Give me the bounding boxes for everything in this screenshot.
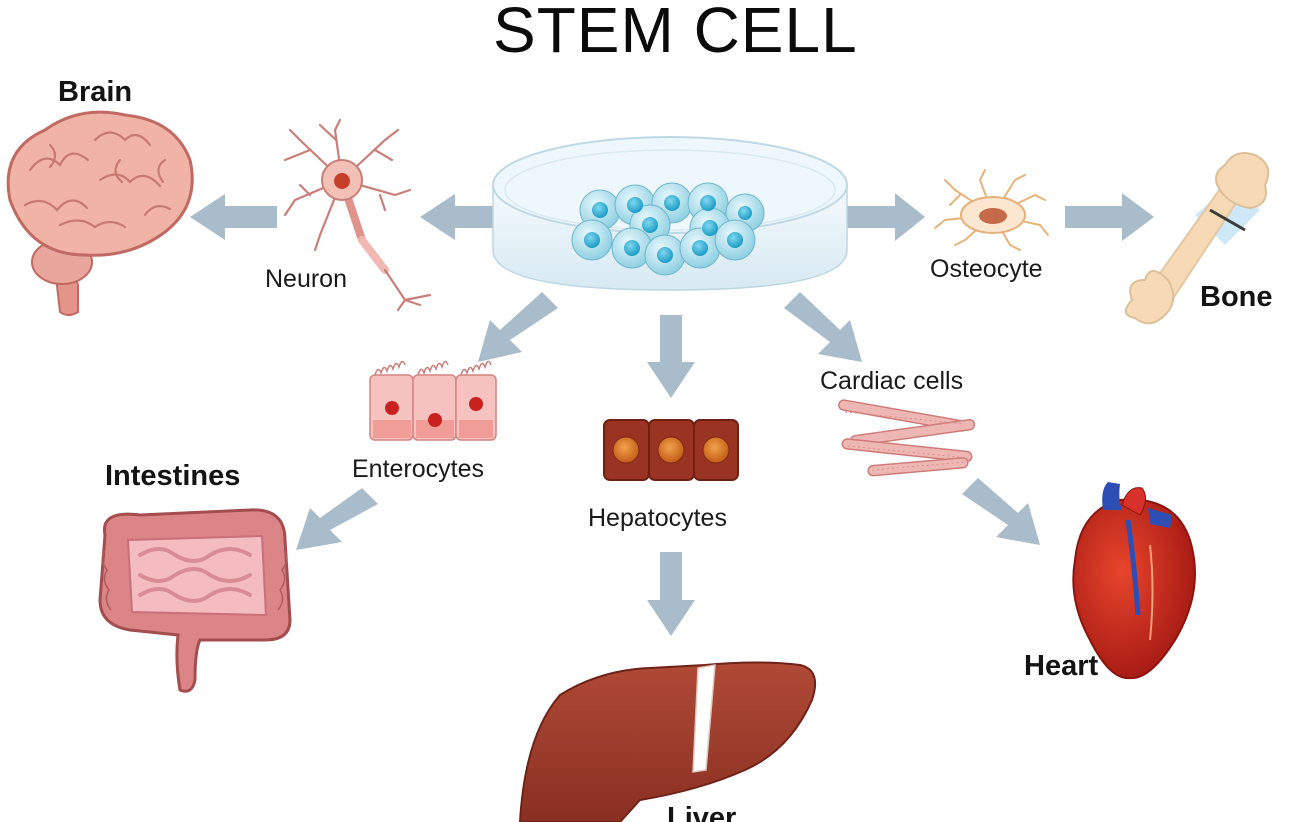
arrow-cardiac-to-heart [962, 478, 1040, 545]
arrow-dish-to-enterocytes [478, 292, 558, 362]
osteocyte-icon [934, 169, 1049, 251]
arrow-neuron-to-brain [190, 194, 277, 240]
label-heart: Heart [1024, 650, 1099, 682]
arrow-dish-to-hepatocytes [647, 315, 695, 398]
liver-icon [518, 661, 816, 822]
arrow-dish-to-osteocyte [846, 193, 925, 241]
label-bone: Bone [1200, 281, 1273, 313]
label-liver: Liver [667, 802, 737, 822]
label-neuron: Neuron [265, 265, 347, 293]
arrow-dish-to-neuron [420, 194, 497, 240]
heart-icon [1072, 482, 1196, 680]
brain-icon [6, 110, 194, 316]
neuron-body-icon [321, 159, 363, 201]
label-osteocyte: Osteocyte [930, 255, 1043, 283]
diagram-title: STEM CELL [493, 0, 858, 66]
arrow-enterocytes-to-intestines [296, 488, 378, 550]
cardiac-cells-icon [838, 399, 976, 477]
arrow-osteocyte-to-bone [1065, 193, 1154, 241]
hepatocytes-icon [603, 419, 739, 481]
label-hepatocytes: Hepatocytes [588, 504, 727, 532]
bone-icon [1124, 152, 1270, 325]
label-cardiac-cells: Cardiac cells [820, 367, 964, 395]
arrow-hepatocytes-to-liver [647, 552, 695, 636]
label-enterocytes: Enterocytes [352, 455, 485, 483]
stem-cells-icon [571, 182, 765, 276]
intestines-icon [98, 508, 292, 693]
label-brain: Brain [58, 76, 133, 108]
enterocytes-icon [369, 360, 497, 441]
arrow-dish-to-cardiac [784, 292, 862, 362]
label-intestines: Intestines [105, 460, 241, 492]
arrows [190, 193, 1154, 636]
